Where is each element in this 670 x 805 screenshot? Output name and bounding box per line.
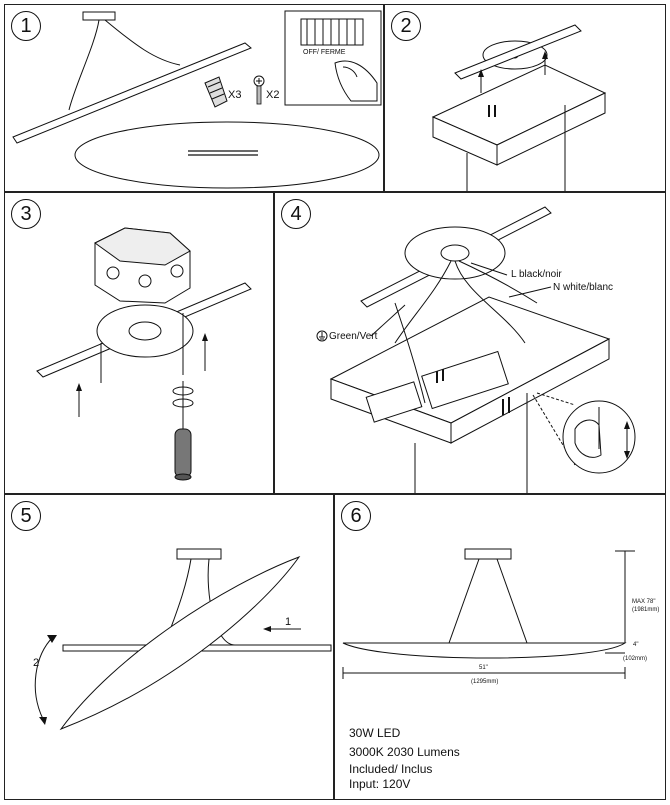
switch-off-label: OFF/ FERME [303,49,346,56]
step-3-panel: 3 [4,192,274,494]
step-3-illustration [36,227,252,481]
step-4-illustration [316,206,636,493]
neutral-wire-label: N white/blanc [553,282,614,293]
width-mm-dimension: (1295mm) [471,679,499,685]
step-number-4: 4 [281,199,311,229]
spec-wattage: 30W LED [349,726,401,740]
wire-nut-quantity: X3 [228,89,242,101]
step-2-panel: 2 [384,4,666,192]
step-number-6: 6 [341,501,371,531]
step-4-panel: 4 [274,192,666,494]
motion-step-2-label: 2 [33,657,40,669]
spec-input-voltage: Input: 120V [349,777,411,791]
step-1-panel: 1 [4,4,384,192]
hand-icon [574,407,602,458]
step-2-illustration [431,24,607,191]
screwdriver-icon [172,381,194,481]
wire-nut-icon [204,76,228,108]
width-dimension: 51" [479,665,488,671]
step-5-illustration [34,548,332,731]
step-number-3: 3 [11,199,41,229]
max-height-dimension: MAX 78" [632,599,656,605]
step-number-2: 2 [391,11,421,41]
motion-step-1-label: 1 [285,616,292,628]
step-1-illustration [12,10,382,189]
breaker-panel-icon [300,18,364,46]
step-6-panel: 6 MAX 78" (1981mm) 51" (1295mm) 4" (102m… [334,494,666,800]
ground-wire-label: Green/Vert [329,331,378,342]
junction-box-icon [94,227,191,304]
step-number-1: 1 [11,11,41,41]
thickness-dimension: 4" [633,642,639,648]
screw-quantity: X2 [266,89,280,101]
screw-icon [253,75,265,105]
max-height-mm-dimension: (1981mm) [632,607,660,613]
thickness-mm-dimension: (102mm) [623,656,648,662]
live-wire-label: L black/noir [511,269,562,280]
step-6-illustration [342,548,635,679]
step-number-5: 5 [11,501,41,531]
spec-color-lumens: 3000K 2030 Lumens [349,745,460,759]
ground-symbol-icon [316,330,328,342]
step-5-panel: 5 1 2 [4,494,334,800]
hand-icon [334,60,378,102]
spec-included: Included/ Inclus [349,762,433,776]
